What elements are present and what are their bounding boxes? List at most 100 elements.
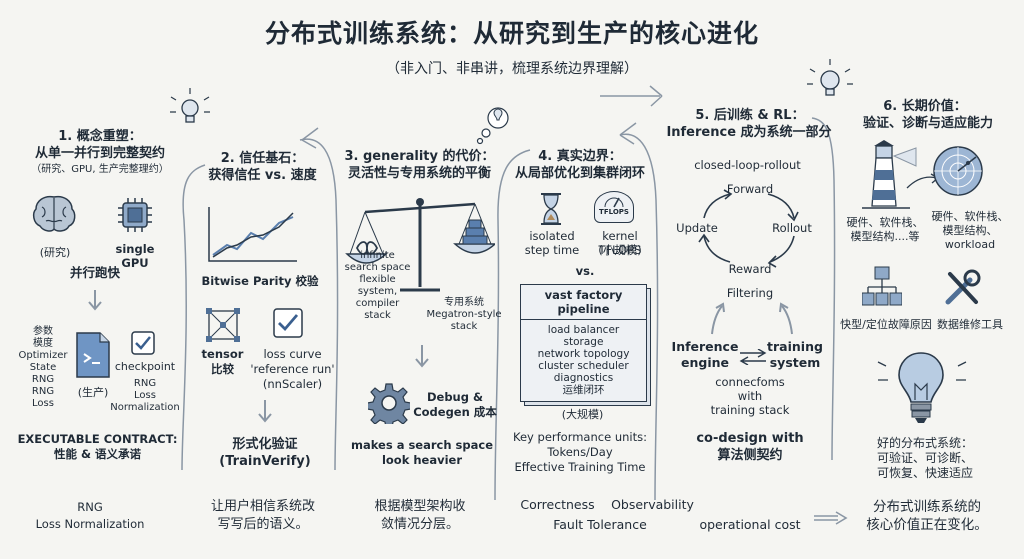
right-arrow-icon [814,511,848,525]
correctness-label: Correctness [520,497,595,512]
feedback-arrows-icon [711,302,793,335]
col5-heading: 5. 后训练 & RL： [695,108,805,123]
heavy-label2: look heavier [381,453,463,467]
col2-heading: 2. 信任基石： [220,151,305,166]
col1-bottom1: RNG [77,500,103,514]
state-item: 模度 [33,338,53,349]
checkpoint-item: Loss [134,390,156,401]
tensor-label: tensor [201,347,244,361]
right-pan-item: 专用系统 [444,297,484,308]
right-pan-item: Megatron-style [426,309,502,320]
fault-tolerance-label: Fault Tolerance [553,517,647,532]
filtering-label: Filtering [726,286,774,300]
units-label3: Effective Training Time [514,460,646,474]
factory-title: vast factory pipeline [521,285,646,320]
checkpoint-item: RNG [133,378,157,389]
left-pan-item: stack [364,310,391,321]
tensor-grid-icon [205,307,241,347]
contract-label: EXECUTABLE CONTRACT: [17,432,178,446]
col2-bottom1: 让用户相信系统改 [210,499,315,514]
training-label2: system [769,355,821,370]
good-label3: 可恢复、快速适应 [876,466,973,480]
parallel-label: 并行跑快 [69,265,120,280]
loss-check-icon [272,307,306,345]
connect-label: connecfoms [715,375,785,389]
training-label: training [767,339,823,354]
opcost-label: operational cost [699,517,801,532]
col3-heading2: 灵活性与专用系统的平衡 [347,166,491,181]
down-arrow-icon [414,345,430,375]
left-pan-item: compiler [355,298,400,309]
loss-label2: 'reference run' [250,362,335,376]
col4-heading: 4. 真实边界： [538,149,622,164]
col2-heading2: 获得信任 vs. 速度 [208,168,317,183]
down-arrow-icon [87,290,103,318]
factory-item: 运维闭环 [562,384,605,396]
state-item: Optimizer [18,350,68,361]
col4-heading2: 从局部优化到集群闭环 [514,166,645,181]
loss-label3: (nnScaler) [262,377,323,391]
engine-label2: engine [681,355,729,370]
kernel-label2: (小规模) [598,243,642,257]
tflops-gauge-text: TFLOPS [599,208,629,216]
formal-label: 形式化验证 [232,437,298,452]
col3-heading: 3. generality 的代价： [344,149,495,164]
col6-bottom2: 核心价值正在变化。 [866,517,988,533]
state-item: RNG [31,386,55,397]
line-chart-icon [205,205,300,269]
right-pan-item: stack [450,321,478,332]
contract-label2: 性能 & 语义承诺 [53,447,142,461]
checkpoint-item: Normalization [110,402,180,413]
heavy-label: makes a search space [350,438,494,452]
exchange-arrows-icon [739,349,767,365]
vs-label: vs. [575,264,595,278]
codesign-label: co-design with [696,431,804,446]
fault-label: 快型/定位故障原因 [840,318,932,331]
good-label: 好的分布式系统： [876,436,973,450]
hw2-label: 硬件、软件栈、 [931,210,1009,223]
hw2b-label: 模型结构、 [942,224,998,237]
loop-title: closed-loop-rollout [694,158,801,172]
radar-icon [932,145,984,201]
factory-box: vast factory pipeline load balancer stor… [520,284,647,402]
isolated-label: isolated [529,229,575,243]
kernel-label: kernel TFLOPS [598,229,642,257]
rollout-label: Rollout [772,221,812,235]
good-label2: 可验证、可诊断、 [876,451,973,465]
hw1-label: 硬件、软件栈、 [846,216,924,229]
factory-scale: (大规模) [561,408,604,421]
factory-item: cluster scheduler [538,360,629,372]
checkpoint-list: RNG Loss Normalization [108,378,182,414]
cycle-arrows-icon [698,189,799,268]
units-label2: Tokens/Day [547,445,613,459]
document-icon [74,330,112,384]
update-label: Update [676,221,718,235]
tflops-gauge-icon: TFLOPS [594,191,634,223]
engine-label: Inference [671,339,739,354]
lightbulb-icon [895,350,947,430]
balance-scale-icon [345,192,497,306]
hw2c-label: workload [944,238,996,251]
brain-label: (研究) [39,246,71,259]
checkpoint-check-icon [130,330,158,360]
left-pan-item: search space [344,262,411,273]
col6-heading2: 验证、诊断与适应能力 [862,116,993,131]
col6-heading: 6. 长期价值： [883,99,967,114]
units-label: Key performance units: [513,430,647,444]
loss-label: loss curve [263,347,322,361]
col1-heading: 1. 概念重塑： [58,129,142,144]
gpu-label: single GPU [115,242,155,270]
bulb-rays-icon [877,361,967,381]
col3-bottom1: 根据模型架构收 [374,499,466,514]
lighthouse-icon [858,140,918,216]
isolated-label2: step time [524,243,580,257]
factory-item: load balancer [547,324,620,336]
col1-heading3: （研究、GPU, 生产完整理约） [31,164,169,175]
page-subtitle: （非入门、非串讲，梳理系统边界理解） [386,61,638,77]
doc-label: (生产) [77,386,109,399]
col1-bottom2: Loss Normalization [35,517,145,531]
factory-item: diagnostics [553,372,614,384]
observability-label: Observability [611,497,694,512]
parity-label: Bitwise Parity 校验 [201,274,319,288]
